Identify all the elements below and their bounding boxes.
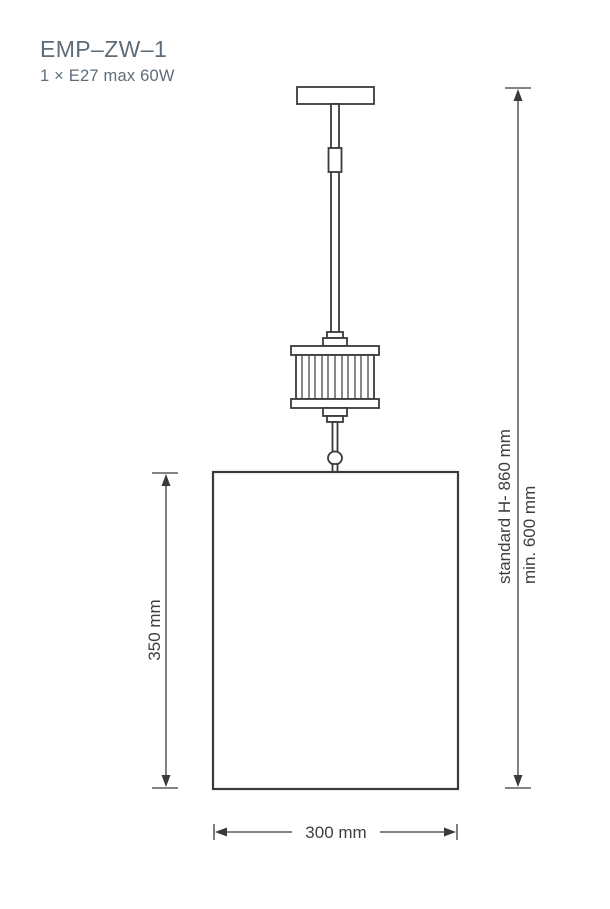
rod-connector	[327, 147, 343, 173]
arrow-right-icon	[444, 827, 456, 837]
upper-collar	[322, 331, 348, 347]
dimension-label-shade-width: 300 mm	[305, 823, 366, 842]
decorative-drum	[290, 345, 380, 409]
finial-neck	[331, 463, 339, 473]
finial-ball	[327, 450, 343, 466]
dimension-label-hanging-height-standard: standard H- 860 mm	[495, 429, 514, 584]
product-code: EMP–ZW–1	[40, 36, 168, 62]
arrow-left-icon	[215, 827, 227, 837]
pendant-lamp-drawing	[211, 86, 460, 791]
arrow-up-icon	[161, 474, 171, 486]
ceiling-canopy	[296, 86, 375, 105]
suspension-rod	[330, 103, 340, 335]
product-header: EMP–ZW–1 1 × E27 max 60W	[40, 36, 175, 86]
dimension-shade-height: 350 mm	[145, 472, 178, 789]
lower-collar	[322, 407, 348, 423]
dimension-label-hanging-height-min: min. 600 mm	[520, 486, 539, 584]
lamp-spec: 1 × E27 max 60W	[40, 67, 175, 86]
arrow-down-icon	[513, 775, 523, 787]
drum-bottom-flange	[290, 398, 380, 409]
arrow-down-icon	[161, 775, 171, 787]
dimension-hanging-height: standard H- 860 mm min. 600 mm	[495, 87, 539, 789]
drum-ribs	[301, 356, 369, 398]
lampshade	[211, 470, 460, 791]
dimension-label-shade-height: 350 mm	[145, 599, 164, 660]
dimension-shade-width: 300 mm	[213, 823, 458, 842]
drum-top-flange	[290, 345, 380, 356]
arrow-up-icon	[513, 89, 523, 101]
